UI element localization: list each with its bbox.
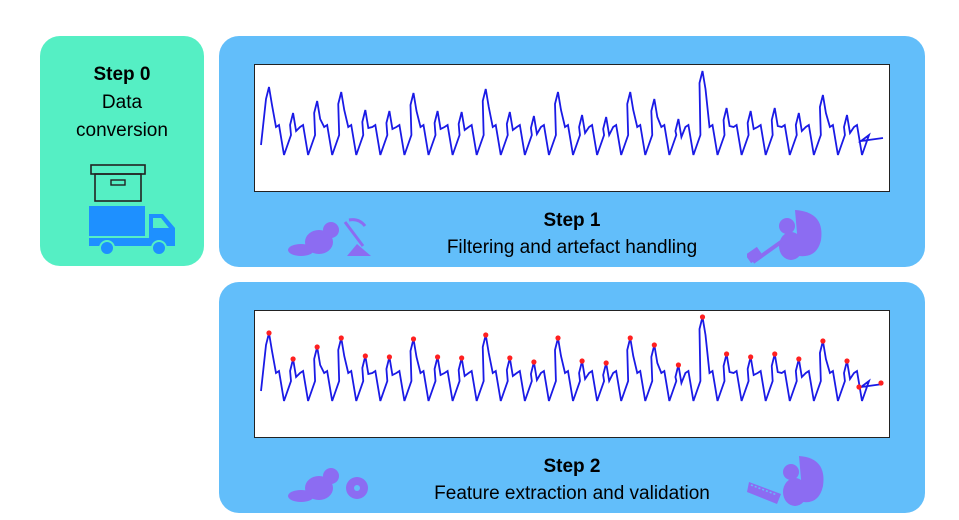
peak-marker <box>651 342 657 348</box>
step1-title: Step 1 <box>543 210 601 231</box>
peak-marker <box>723 351 730 357</box>
step1-subtitle: Filtering and artefact handling <box>446 237 698 258</box>
peak-marker <box>314 344 320 350</box>
beaver-with-saw-blade-icon <box>288 468 368 502</box>
peak-marker <box>507 355 513 361</box>
peak-marker <box>772 351 778 357</box>
peak-marker <box>844 358 850 364</box>
beaver-with-pickaxe-icon <box>288 218 371 256</box>
peak-marker <box>603 360 609 366</box>
peak-marker <box>531 359 537 365</box>
peak-marker <box>856 384 862 390</box>
signal-line <box>260 70 884 156</box>
peak-marker <box>362 353 368 359</box>
peak-marker <box>820 338 826 344</box>
filtered-signal-chart <box>260 70 884 156</box>
peak-marker <box>338 335 344 341</box>
peak-marker <box>878 380 884 386</box>
filtered-signal-plot <box>254 64 890 192</box>
step2-title: Step 2 <box>543 456 601 477</box>
storage-box-icon <box>90 164 146 202</box>
step0-panel: Step 0 Data conversion <box>40 36 204 266</box>
step0-line1: Data <box>101 92 143 113</box>
peak-marker <box>290 356 296 362</box>
peak-detection-chart <box>260 314 884 402</box>
peak-marker <box>796 356 802 362</box>
delivery-truck-icon <box>89 206 175 256</box>
peak-marker <box>579 358 585 364</box>
peak-marker <box>386 354 393 360</box>
peak-marker <box>627 335 633 341</box>
peak-marker <box>675 362 682 368</box>
peak-marker <box>410 336 417 342</box>
signal-line <box>260 316 884 402</box>
step1-panel: Step 1 Filtering and artefact handling <box>219 36 925 267</box>
peak-marker <box>459 355 465 361</box>
peak-marker <box>748 354 754 360</box>
peak-marker <box>483 332 489 338</box>
step2-subtitle: Feature extraction and validation <box>434 483 710 504</box>
peak-marker <box>555 335 561 341</box>
squirrel-with-handsaw-icon <box>747 456 824 506</box>
step0-title: Step 0 <box>93 64 151 85</box>
peak-marker <box>699 314 706 320</box>
peak-detection-plot <box>254 310 890 438</box>
peak-marker <box>434 354 441 360</box>
peak-marker <box>266 330 272 336</box>
step0-line2: conversion <box>76 120 168 141</box>
step2-panel: Step 2 Feature extraction and validation <box>219 282 925 513</box>
squirrel-with-hammer-icon <box>747 210 822 264</box>
